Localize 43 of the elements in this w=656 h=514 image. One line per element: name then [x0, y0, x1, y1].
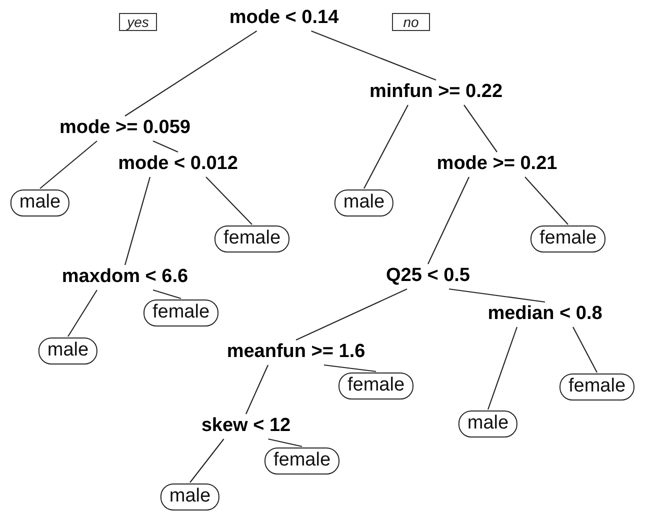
- leaf-node: male: [10, 190, 70, 216]
- leaf-node: male: [160, 484, 220, 510]
- branch-line: [524, 176, 568, 225]
- leaf-node: female: [559, 374, 635, 400]
- split-condition: mode < 0.012: [118, 153, 238, 175]
- branch-line: [428, 176, 470, 264]
- split-condition: skew < 12: [201, 415, 291, 437]
- leaf-node: female: [530, 226, 606, 252]
- branch-tag: no: [392, 13, 430, 31]
- branch-line: [124, 176, 151, 266]
- split-condition: mode < 0.14: [229, 7, 339, 29]
- leaf-node: male: [458, 410, 518, 438]
- branch-line: [268, 438, 302, 448]
- leaf-node: male: [38, 338, 98, 364]
- branch-line: [448, 288, 546, 303]
- leaf-node: female: [214, 226, 290, 252]
- leaf-node: female: [338, 372, 414, 400]
- branch-line: [464, 104, 498, 152]
- branch-line: [152, 140, 178, 152]
- leaf-node: female: [143, 300, 219, 326]
- split-condition: median < 0.8: [488, 303, 602, 325]
- branch-line: [487, 326, 518, 410]
- split-condition: mode >= 0.059: [60, 117, 190, 139]
- branch-line: [152, 289, 182, 300]
- leaf-node: female: [264, 448, 340, 474]
- split-condition: meanfun >= 1.6: [226, 341, 366, 363]
- branch-line: [364, 104, 408, 189]
- branch-line: [324, 364, 376, 372]
- split-condition: maxdom < 6.6: [62, 266, 188, 288]
- leaf-node: male: [334, 190, 394, 216]
- branch-tag: yes: [119, 13, 157, 31]
- split-condition: Q25 < 0.5: [386, 265, 470, 287]
- branch-line: [190, 438, 224, 483]
- branch-line: [124, 30, 258, 116]
- branch-line: [206, 176, 252, 225]
- branch-line: [68, 290, 98, 337]
- split-condition: minfun >= 0.22: [369, 81, 503, 103]
- branch-line: [40, 140, 98, 189]
- branch-line: [311, 30, 436, 81]
- branch-line: [572, 326, 598, 373]
- split-condition: mode >= 0.21: [436, 153, 558, 175]
- branch-line: [296, 288, 408, 340]
- branch-line: [246, 364, 268, 414]
